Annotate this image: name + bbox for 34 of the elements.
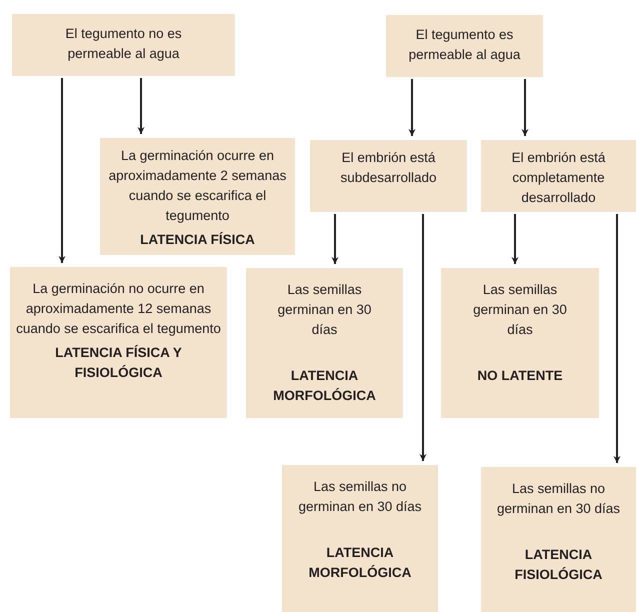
box-text: El tegumento no es permeable al agua bbox=[64, 25, 183, 63]
process-box bbox=[100, 138, 295, 255]
arrow bbox=[420, 214, 426, 461]
process-box bbox=[12, 14, 235, 76]
dormancy-type-label: LATENCIA MORFOLÓGICA bbox=[308, 544, 412, 582]
box-text: El tegumento es permeable al agua bbox=[408, 26, 522, 64]
box-text: Las semillas no germinan en 30 días bbox=[297, 478, 423, 516]
process-box bbox=[310, 140, 467, 212]
box-text: Las semillas germinan en 30 días bbox=[276, 281, 372, 339]
arrow bbox=[522, 79, 528, 136]
process-box bbox=[441, 268, 599, 418]
process-box bbox=[10, 267, 227, 418]
box-text: El embrión está subdesarrollado bbox=[339, 149, 438, 187]
box-text: La germinación no ocurre en aproximadamente 12 semanas cuando se escarifica el tegumento bbox=[16, 280, 221, 338]
dormancy-type-label: LATENCIA FÍSICA Y FISIOLÓGICA bbox=[54, 344, 183, 382]
process-box bbox=[386, 15, 543, 77]
arrow bbox=[512, 214, 518, 264]
box-text: Las semillas germinan en 30 días bbox=[472, 281, 568, 339]
process-box bbox=[282, 465, 438, 612]
box-text: Las semillas no germinan en 30 días bbox=[496, 480, 622, 518]
dormancy-type-label: LATENCIA FISIOLÓGICA bbox=[514, 546, 604, 584]
process-box bbox=[481, 140, 636, 212]
process-box bbox=[481, 467, 636, 612]
box-text: La germinación ocurre en aproximadamente 2 semanas cuando se escarifica el tegumento bbox=[108, 147, 288, 225]
arrow bbox=[58, 78, 66, 263]
dormancy-type-label: NO LATENTE bbox=[477, 367, 563, 385]
process-box bbox=[246, 268, 403, 418]
arrow bbox=[614, 214, 620, 463]
box-text: El embrión está completamente desarrollado bbox=[510, 149, 606, 207]
dormancy-type-label: LATENCIA MORFOLÓGICA bbox=[272, 367, 377, 405]
dormancy-type-label: LATENCIA FÍSICA bbox=[140, 231, 255, 249]
arrow bbox=[332, 214, 338, 264]
arrow bbox=[408, 79, 416, 136]
arrow bbox=[138, 78, 144, 134]
